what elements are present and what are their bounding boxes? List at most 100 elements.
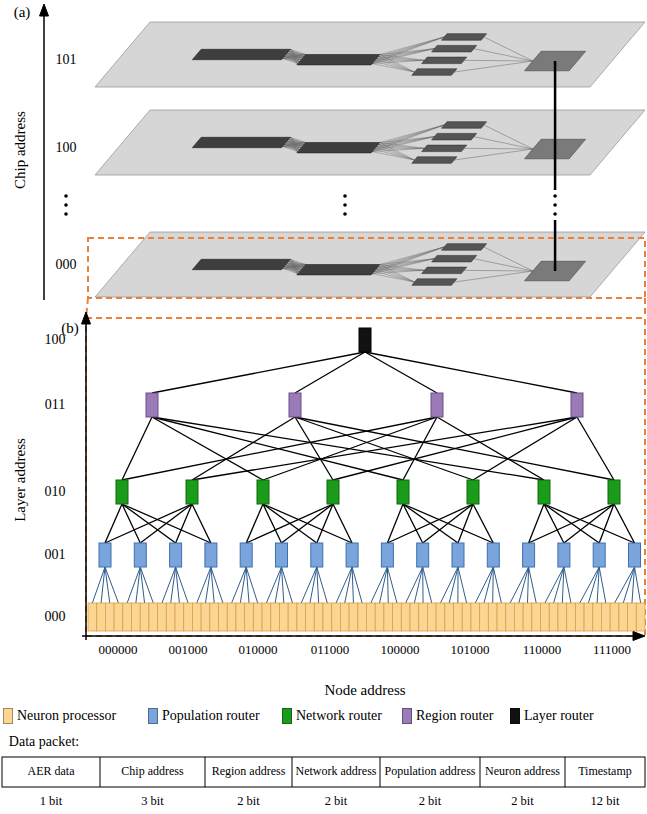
link [263, 417, 437, 480]
wire [376, 125, 444, 147]
link [240, 567, 246, 603]
label: 100 [45, 332, 66, 347]
link [205, 567, 210, 603]
neuron-processor [636, 603, 645, 631]
neuron-processor [367, 603, 376, 631]
population-router [558, 543, 570, 567]
legend-swatch [402, 708, 412, 724]
neuron-processor [558, 603, 567, 631]
neuron-array [192, 137, 290, 147]
neuron-processor [132, 603, 141, 631]
router-block [442, 244, 487, 251]
table-cell: Timestamp [578, 765, 632, 778]
neuron-processor [349, 603, 358, 631]
population-router [276, 543, 288, 567]
population-router [170, 543, 182, 567]
neuron-processor [340, 603, 349, 631]
wire [283, 268, 298, 273]
bit-width: 2 bit [419, 795, 442, 809]
wire [474, 137, 533, 149]
neuron-processor [358, 603, 367, 631]
link [317, 504, 333, 543]
packet-table [2, 757, 645, 787]
neuron-processor [323, 603, 332, 631]
link [635, 567, 641, 603]
bit-width: 2 bit [237, 795, 260, 809]
router-block [412, 279, 457, 286]
network-router [467, 480, 479, 504]
chip-plane [95, 110, 645, 175]
axis-arrowhead [40, 4, 49, 16]
population-router [593, 543, 605, 567]
population-router [523, 543, 535, 567]
link [414, 567, 422, 603]
wire [283, 146, 298, 151]
table-cell: Neuron address [485, 765, 560, 778]
router-block [432, 133, 477, 140]
neuron-processor [506, 603, 515, 631]
axis [43, 14, 45, 300]
link [615, 567, 635, 603]
neuron-processor [175, 603, 184, 631]
link [403, 504, 423, 543]
neuron-processor [610, 603, 619, 631]
link [263, 504, 352, 543]
neuron-processor [393, 603, 402, 631]
bit-width: 1 bit [40, 795, 63, 809]
link [544, 504, 564, 543]
table-divider [565, 757, 566, 787]
link [484, 567, 493, 603]
link [246, 567, 258, 603]
wire [378, 247, 444, 267]
link [345, 567, 352, 603]
link [403, 504, 493, 543]
neuron-processor [201, 603, 210, 631]
neuron-processor [149, 603, 158, 631]
population-router [452, 543, 464, 567]
neuron-processor [462, 603, 471, 631]
legend-text: Population router [162, 708, 260, 723]
ellipsis-dot [553, 194, 557, 198]
label: 001000 [169, 643, 208, 657]
link [295, 417, 614, 480]
neuron-processor [601, 603, 610, 631]
router-block [412, 69, 457, 76]
neuron-processor [236, 603, 245, 631]
wire [372, 60, 424, 63]
link [599, 567, 606, 603]
wire [283, 266, 305, 268]
link [473, 417, 577, 480]
population-router [381, 543, 393, 567]
table-divider [292, 757, 293, 787]
link [333, 417, 577, 480]
link [295, 352, 365, 393]
link [197, 567, 211, 603]
label: 110000 [523, 643, 562, 657]
neuron-processor [549, 603, 558, 631]
axis-arrowhead [82, 312, 91, 324]
legend-text: Region router [416, 708, 493, 723]
link [423, 504, 473, 543]
bit-width: 12 bit [591, 795, 620, 809]
link [92, 567, 105, 603]
link [529, 567, 537, 603]
wire [372, 270, 424, 273]
neuron-processor [158, 603, 167, 631]
network-router [257, 480, 269, 504]
neuron-processor [184, 603, 193, 631]
zoom-line [644, 298, 646, 318]
label: 011 [45, 397, 65, 412]
neuron-processor [480, 603, 489, 631]
link [122, 417, 152, 480]
wire [378, 37, 444, 57]
neuron-processor [541, 603, 550, 631]
ellipsis-dot [553, 203, 557, 207]
label: 001 [45, 547, 66, 562]
wire [474, 49, 533, 61]
link [564, 504, 614, 543]
label: 000 [56, 257, 77, 272]
link [577, 417, 614, 480]
router-block [422, 57, 467, 64]
